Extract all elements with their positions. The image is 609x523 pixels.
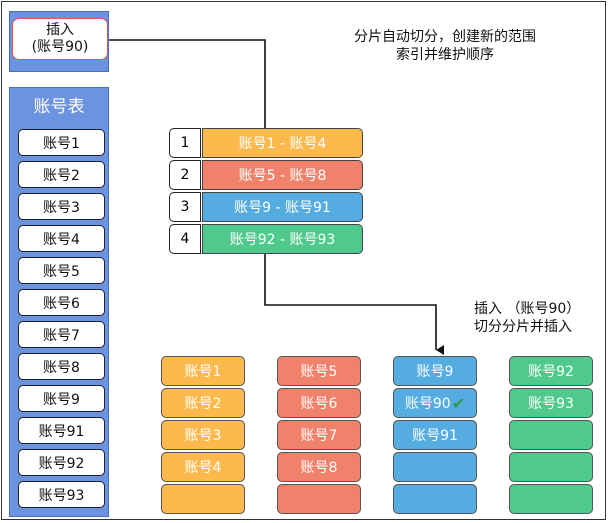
shard-cell: 账号5 bbox=[277, 356, 361, 386]
shard-cell: 账号4 bbox=[161, 452, 245, 482]
range-index-id: 3 bbox=[169, 192, 201, 222]
insert-account-box: 插入 (账号90) bbox=[12, 18, 108, 60]
account-table-item: 账号3 bbox=[18, 193, 105, 220]
insert-to-index-line bbox=[108, 39, 266, 128]
shard-cell-label: 账号4 bbox=[184, 460, 222, 476]
check-icon: ✔ bbox=[451, 393, 466, 413]
shard-cell-label: 账号9 bbox=[416, 364, 454, 380]
shard-cell bbox=[393, 484, 477, 514]
range-index-range: 账号1 - 账号4 bbox=[202, 128, 363, 158]
shard-cell-label: 账号6 bbox=[300, 396, 338, 412]
shard-cell: 账号93 bbox=[509, 388, 593, 418]
range-index-id: 1 bbox=[169, 128, 201, 158]
account-table-item: 账号92 bbox=[18, 449, 105, 476]
insert-note-line1: 插入 （账号90） bbox=[474, 301, 581, 317]
range-index-id: 4 bbox=[169, 224, 201, 254]
range-index-range: 账号92 - 账号93 bbox=[202, 224, 363, 254]
shard-cell: 账号9 bbox=[393, 356, 477, 386]
insert-note: 插入 （账号90） 切分分片并插入 bbox=[474, 300, 604, 336]
range-index-id: 2 bbox=[169, 160, 201, 190]
account-table-item: 账号5 bbox=[18, 257, 105, 284]
account-table-item: 账号7 bbox=[18, 321, 105, 348]
insert-label: 插入 bbox=[46, 22, 74, 38]
shard-cell-label: 账号8 bbox=[300, 460, 338, 476]
shard-cell: 账号8 bbox=[277, 452, 361, 482]
shard-cell-label: 账号93 bbox=[528, 396, 574, 412]
shard-cell bbox=[509, 484, 593, 514]
shard-cell bbox=[161, 484, 245, 514]
index-to-shard-arrow bbox=[264, 254, 444, 355]
insert-note-line2: 切分分片并插入 bbox=[474, 319, 572, 335]
shard-cell: 账号3 bbox=[161, 420, 245, 450]
shard-cell bbox=[509, 452, 593, 482]
account-table-item: 账号4 bbox=[18, 225, 105, 252]
split-note: 分片自动切分，创建新的范围 索引并维护顺序 bbox=[354, 28, 574, 64]
shard-cell bbox=[509, 420, 593, 450]
shard-cell-label: 账号90 bbox=[404, 396, 451, 412]
shard-cell: 账号92 bbox=[509, 356, 593, 386]
split-note-line2: 索引并维护顺序 bbox=[396, 47, 494, 63]
account-table-item: 账号2 bbox=[18, 161, 105, 188]
account-table-item: 账号8 bbox=[18, 353, 105, 380]
account-table-item: 账号91 bbox=[18, 417, 105, 444]
shard-cell-label: 账号5 bbox=[300, 364, 338, 380]
account-table-item: 账号9 bbox=[18, 385, 105, 412]
shard-cell-label: 账号1 bbox=[184, 364, 222, 380]
shard-cell: 账号90✔ bbox=[393, 388, 477, 418]
shard-cell: 账号1 bbox=[161, 356, 245, 386]
shard-cell: 账号7 bbox=[277, 420, 361, 450]
shard-cell-label: 账号3 bbox=[184, 428, 222, 444]
account-table-item: 账号1 bbox=[18, 129, 105, 156]
shard-cell-label: 账号7 bbox=[300, 428, 338, 444]
account-table-item: 账号93 bbox=[18, 481, 105, 508]
shard-cell bbox=[393, 452, 477, 482]
shard-cell-label: 账号2 bbox=[184, 396, 222, 412]
split-note-line1: 分片自动切分，创建新的范围 bbox=[354, 29, 536, 45]
range-index-range: 账号9 - 账号91 bbox=[202, 192, 363, 222]
insert-account: (账号90) bbox=[31, 39, 89, 55]
shard-cell-label: 账号92 bbox=[528, 364, 574, 380]
account-table-title: 账号表 bbox=[33, 96, 85, 117]
shard-cell bbox=[277, 484, 361, 514]
shard-cell: 账号2 bbox=[161, 388, 245, 418]
shard-cell-label: 账号91 bbox=[412, 428, 458, 444]
account-table-item: 账号6 bbox=[18, 289, 105, 316]
shard-cell: 账号6 bbox=[277, 388, 361, 418]
shard-cell: 账号91 bbox=[393, 420, 477, 450]
range-index-range: 账号5 - 账号8 bbox=[202, 160, 363, 190]
